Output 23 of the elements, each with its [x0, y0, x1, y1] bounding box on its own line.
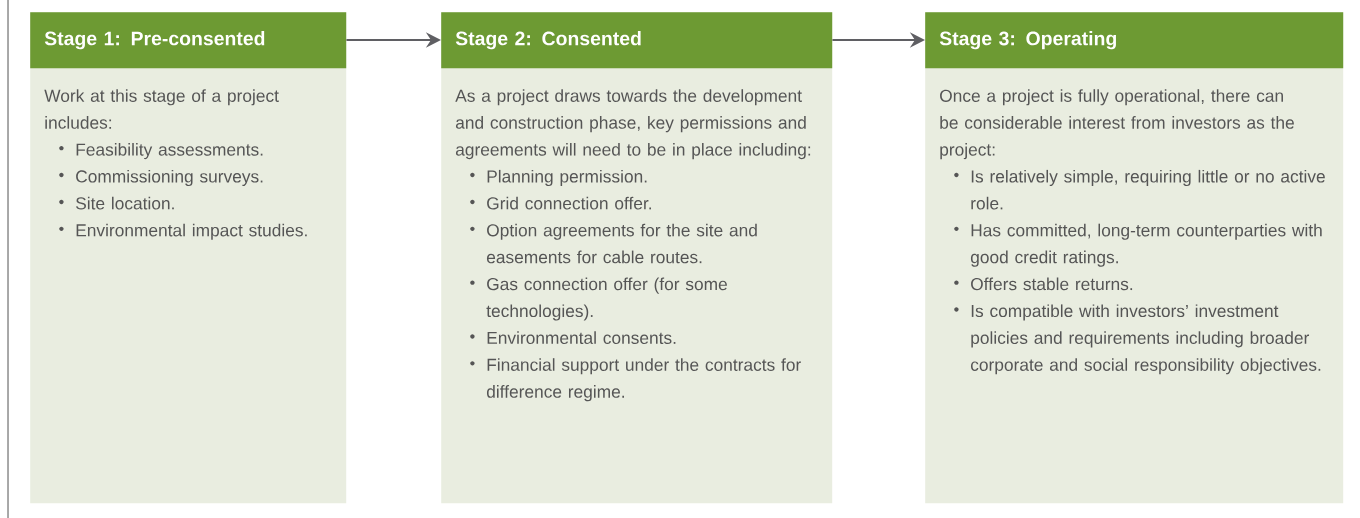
bullet-item: Environmental impact studies. — [59, 223, 307, 240]
bullet-item: Is relatively simple, requiring little or no active role. — [954, 169, 1325, 210]
stage-panel — [30, 12, 347, 504]
bullet-item: Feasibility assessments. — [59, 143, 263, 160]
stage-panel — [441, 12, 833, 504]
bullet-item: Site location. — [59, 196, 174, 210]
intro-text: As a project draws towards the development and construction phase, key permissions and agreements will need to be in place including: — [455, 89, 811, 160]
intro-text: Once a project is fully operational, there can be considerable interest from investors as the project: — [940, 89, 1294, 160]
intro-text: Work at this stage of a project includes: — [44, 89, 279, 129]
stage-heading: Stage 3: Operating — [925, 12, 1344, 69]
stage-heading: Stage 1: Pre-consented — [30, 12, 347, 69]
bullet-item: Option agreements for the site and easements for cable routes. — [470, 223, 757, 264]
bullet-item: Grid connection offer. — [470, 196, 651, 210]
stage-heading: Stage 2: Consented — [441, 12, 833, 69]
bullet-item: Planning permission. — [470, 169, 647, 187]
bullet-item: Has committed, long-term counterparties with good credit ratings. — [954, 223, 1322, 267]
bullet-item: Gas connection offer (for some technologies). — [470, 277, 727, 321]
bullet-item: Commissioning surveys. — [59, 169, 263, 187]
bullet-item: Environmental consents. — [470, 331, 676, 344]
stage-panel — [925, 12, 1344, 504]
bullet-item: Is compatible with investors’ investment policies and requirements including broader corporate and social responsibility objectives. — [954, 304, 1321, 375]
bullet-item: Financial support under the contracts for difference regime. — [470, 358, 801, 402]
bullet-item: Offers stable returns. — [954, 277, 1133, 291]
